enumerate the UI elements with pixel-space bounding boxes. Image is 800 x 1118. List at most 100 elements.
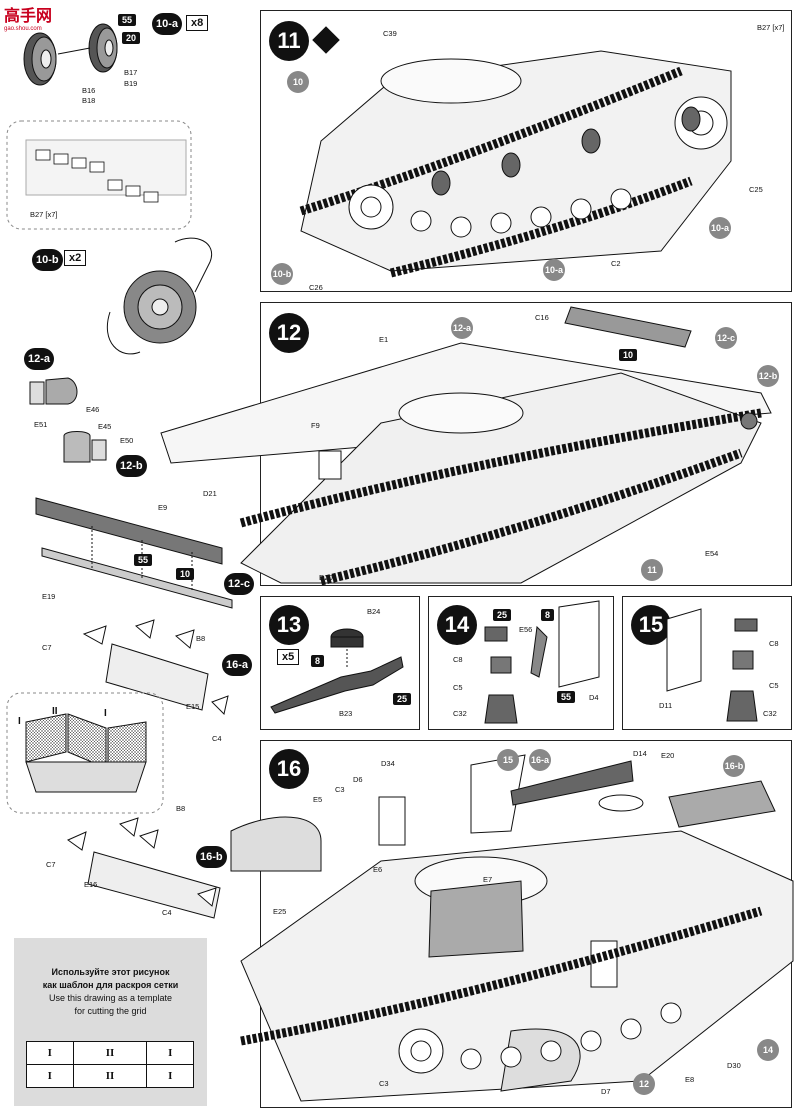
machine-gun-drawing (270, 628, 404, 714)
grid-mark: I (104, 708, 107, 719)
part-label: E25 (273, 907, 287, 916)
quantity-badge: x8 (186, 15, 209, 31)
part-label: E7 (483, 875, 493, 884)
grid-template-box: Используйте этот рисунок как шаблон для … (14, 938, 207, 1106)
part-label: C3 (379, 1079, 389, 1088)
part-label: C8 (769, 639, 779, 648)
part-label: C16 (535, 313, 549, 322)
template-text-ru-1: Используйте этот рисунок (51, 967, 170, 977)
step-11-panel: 11 10 10-a 10-a 10-b C39 B27 [x7] C25 C2… (260, 10, 792, 292)
part-label: D21 (203, 489, 217, 498)
reference-step: 12-a (451, 317, 473, 339)
reference-step: 16-a (529, 749, 551, 771)
part-label: E8 (685, 1075, 695, 1084)
step-label: 10-b (32, 249, 63, 271)
part-label: D34 (381, 759, 395, 768)
step-16-panel: 16 15 16-a 16-b 12 14 D34 D6 E5 C3 E6 E7… (230, 740, 794, 1108)
part-label: C5 (769, 681, 779, 690)
step-number: 13 (269, 605, 309, 645)
reference-step: 10-a (543, 259, 565, 281)
part-label: E46 (86, 405, 100, 414)
glue-badge: 8 (311, 655, 325, 667)
template-text-ru-2: как шаблон для раскроя сетки (42, 980, 179, 990)
part-label: B27 [x7] (30, 210, 58, 219)
part-label: C32 (763, 709, 777, 718)
track-detail-callout (6, 120, 192, 230)
site-logo: 高手网 gao.shou.com (4, 2, 52, 32)
grid-cell: I (146, 1064, 194, 1088)
part-label: F9 (311, 421, 320, 430)
part-label: E54 (705, 549, 719, 558)
template-text-en-2: for cutting the grid (74, 1006, 147, 1016)
step-label: 16-b (196, 846, 227, 868)
reference-step: 11 (641, 559, 663, 581)
grid-cell: I (26, 1041, 74, 1065)
tank-hull-drawing-11 (299, 50, 732, 278)
periscope-drawing-15 (666, 608, 758, 722)
quantity-badge: x2 (64, 250, 87, 266)
part-label: B8 (176, 804, 186, 813)
step-12-panel: 12 12-a 12-c 12-b 10 11 E1 C16 F9 D21 D2… (160, 302, 792, 586)
part-e9-drawing (35, 497, 233, 609)
step-label: 16-a (222, 654, 253, 676)
glue-badge: 8 (541, 609, 555, 621)
sprocket-hand-drawing (106, 237, 213, 355)
part-e45-drawing (63, 431, 107, 463)
part-label: C7 (46, 860, 56, 869)
glue-badge: 55 (118, 14, 137, 26)
glue-badge: 25 (493, 609, 512, 621)
step-number: 15 (631, 605, 671, 645)
part-label: C3 (335, 785, 345, 794)
step-14-panel: 14 25 8 55 E56 C8 C5 C32 D4 (428, 596, 614, 730)
tank-hull-drawing-12 (160, 306, 772, 586)
part-label: D4 (589, 693, 599, 702)
tank-hull-drawing-16 (230, 754, 794, 1102)
reference-step: 10-b (271, 263, 293, 285)
part-label: D7 (601, 1087, 611, 1096)
part-label: E9 (158, 503, 168, 512)
reference-step: 14 (757, 1039, 779, 1061)
reference-step: 12 (633, 1073, 655, 1095)
grid-cell: I (26, 1064, 74, 1088)
step-label: 12-b (116, 455, 147, 477)
part-e16-drawing (66, 817, 221, 919)
quantity-badge: x5 (277, 649, 300, 665)
part-label: E1 (379, 335, 389, 344)
part-label: C25 (749, 185, 763, 194)
part-label: B18 (82, 96, 96, 105)
part-label: C7 (42, 643, 52, 652)
part-label: D14 (633, 749, 647, 758)
step-number: 16 (269, 749, 309, 789)
part-label: C32 (453, 709, 467, 718)
part-label: C8 (453, 655, 463, 664)
step-15-panel: 15 C8 C5 D11 C32 (622, 596, 792, 730)
glue-badge: 25 (393, 693, 412, 705)
part-label: E45 (98, 422, 112, 431)
part-e46-drawing (29, 377, 78, 405)
part-label: B17 (124, 68, 138, 77)
step-label: 12-a (24, 348, 55, 370)
logo-subtext: gao.shou.com (4, 26, 42, 32)
periscope-drawing (484, 600, 600, 724)
part-label: C5 (453, 683, 463, 692)
step-number: 12 (269, 313, 309, 353)
part-label: C26 (309, 283, 323, 292)
reference-step: 12-b (757, 365, 779, 387)
reference-step: 10-a (709, 217, 731, 239)
part-label: D20 (319, 573, 333, 582)
glue-badge: 20 (122, 32, 141, 44)
part-label: E16 (84, 880, 98, 889)
reference-step: 10 (287, 71, 309, 93)
part-label: B19 (124, 79, 138, 88)
part-label: B8 (196, 634, 206, 643)
part-label: E6 (373, 865, 383, 874)
part-label: B23 (339, 709, 353, 718)
part-label: D30 (727, 1061, 741, 1070)
logo-text: 高手网 (4, 8, 53, 25)
step-number: 11 (269, 21, 309, 61)
grid-mark: II (52, 706, 58, 717)
grid-mark: I (18, 716, 21, 727)
step-13-panel: 13 x5 B24 B23 8 25 (260, 596, 420, 730)
glue-badge: 10 (619, 349, 638, 361)
part-label: E19 (42, 592, 56, 601)
